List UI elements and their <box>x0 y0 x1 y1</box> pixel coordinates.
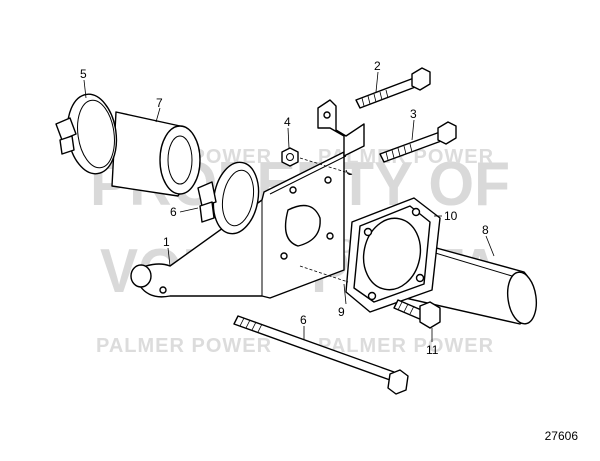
callout-9: 10 <box>444 209 458 223</box>
drawing-number: 27606 <box>544 429 578 443</box>
part-6-clamp-upper <box>55 93 118 175</box>
callout-4: 4 <box>284 115 291 129</box>
callout-2: 2 <box>374 59 381 73</box>
part-4-nut <box>281 147 353 175</box>
callout-3: 3 <box>410 107 417 121</box>
leader-lines <box>83 71 495 342</box>
part-9-gasket <box>345 197 441 313</box>
part-3-bolt <box>379 121 457 163</box>
part-6-clamp-lower <box>197 161 260 235</box>
callout-5: 6 <box>300 313 307 327</box>
callout-11: 11 <box>426 343 439 357</box>
callout-1: 1 <box>163 235 170 249</box>
callout-10: 9 <box>338 305 345 319</box>
callout-7: 7 <box>156 96 163 110</box>
callout-6-lower: 6 <box>170 205 177 219</box>
callout-6-upper: 5 <box>80 67 87 81</box>
watermark-brand-2: PALMER POWER <box>318 146 494 168</box>
callouts: 5 7 2 4 3 6 10 8 1 9 11 6 <box>80 59 489 357</box>
watermark-brand-5: PALMER POWER <box>318 335 494 357</box>
part-11-bolt <box>393 299 441 329</box>
part-2-bolt <box>355 67 431 109</box>
part-5-long-bolt <box>233 315 409 395</box>
watermark-brand-4: PALMER POWER <box>96 335 272 357</box>
callout-8: 8 <box>482 223 489 237</box>
part-7-sleeve <box>111 111 201 197</box>
